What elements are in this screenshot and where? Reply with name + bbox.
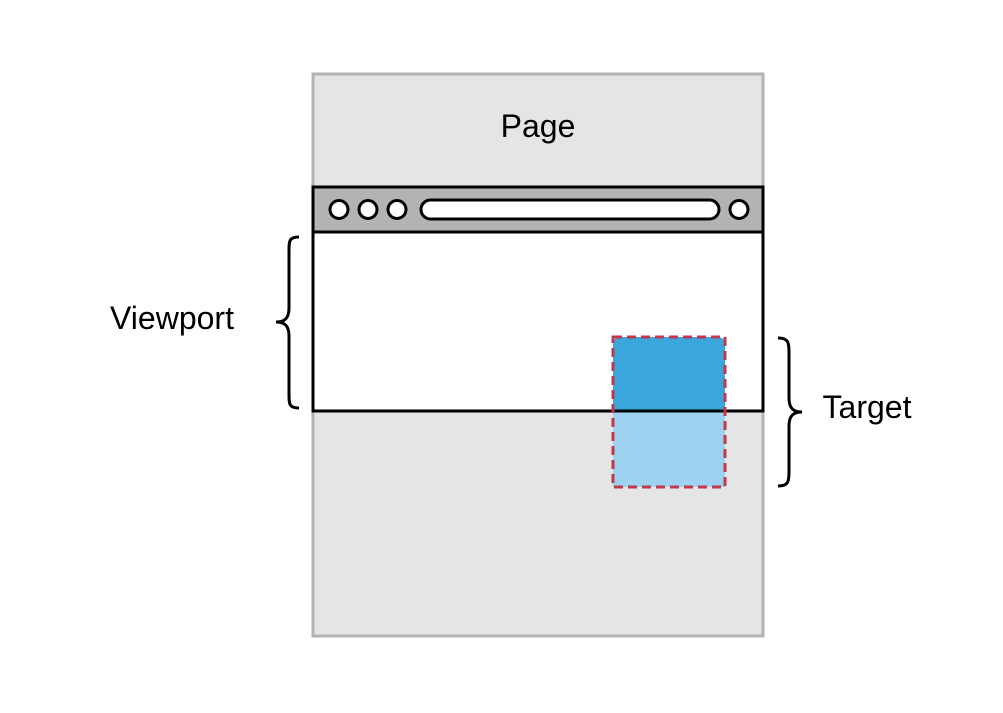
page-label: Page xyxy=(501,108,576,144)
target-visible-part xyxy=(613,337,725,411)
window-button-1-icon xyxy=(328,199,350,220)
toolbar-button-icon xyxy=(728,199,750,220)
address-bar xyxy=(419,198,721,221)
viewport-brace-icon xyxy=(275,235,300,410)
target-dashed-outline xyxy=(611,335,727,489)
window-button-3-icon xyxy=(386,199,408,220)
target-brace-icon xyxy=(777,336,803,488)
viewport-label: Viewport xyxy=(110,300,234,336)
window-button-2-icon xyxy=(357,199,379,220)
target-label: Target xyxy=(823,389,912,425)
target-hidden-part xyxy=(613,411,725,487)
